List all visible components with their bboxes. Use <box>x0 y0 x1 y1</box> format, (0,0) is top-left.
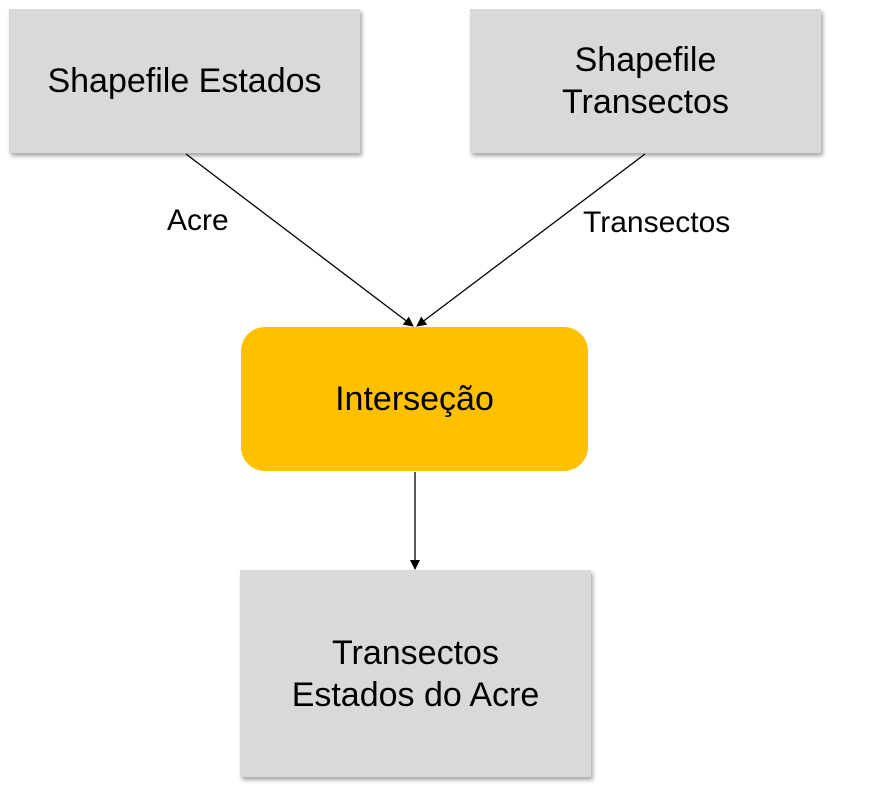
arrow-estados-to-intersecao <box>185 153 414 327</box>
node-resultado-line-2: Estados do Acre <box>291 675 540 714</box>
node-transectos-estados-acre: Transectos Estados do Acre <box>240 570 591 777</box>
node-intersecao-text: Interseção <box>335 380 494 418</box>
node-shapefile-estados-text: Shapefile Estados <box>47 62 322 100</box>
node-shapefile-estados: Shapefile Estados <box>9 9 360 153</box>
edge-label-acre: Acre <box>167 204 229 237</box>
node-shapefile-transectos-line-2: Transectos <box>562 83 729 121</box>
edge-label-transectos: Transectos <box>583 206 731 239</box>
node-intersecao: Interseção <box>241 327 588 471</box>
node-shapefile-transectos-line-1: Shapefile <box>574 41 717 79</box>
node-resultado-line-1: Transectos <box>332 633 499 672</box>
node-shapefile-transectos: Shapefile Transectos <box>470 9 821 153</box>
